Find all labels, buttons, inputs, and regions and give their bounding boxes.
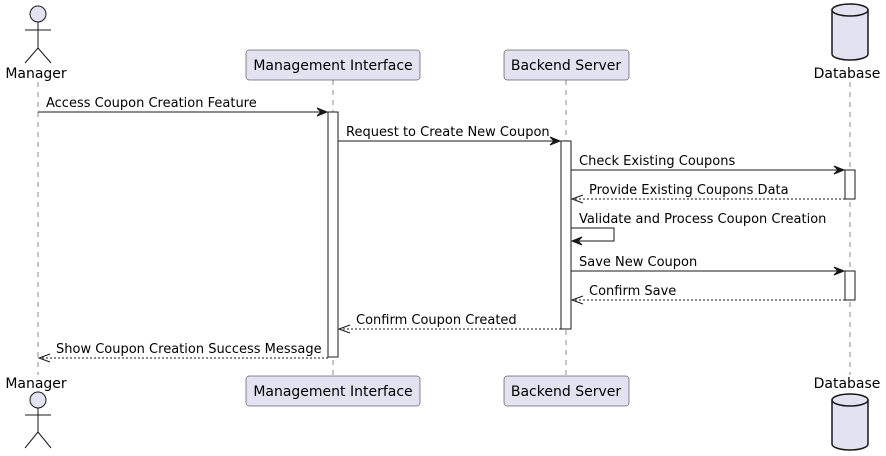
activation-management-interface [327, 111, 339, 358]
participant-label-database-bottom: Database [814, 376, 881, 392]
message-label-8: Confirm Coupon Created [356, 313, 517, 328]
activation-database-check [844, 169, 856, 200]
arrowhead-2 [549, 136, 562, 146]
arrowhead-3 [833, 165, 846, 175]
message-label-1: Access Coupon Creation Feature [46, 96, 257, 111]
message-label-9: Show Coupon Creation Success Message [56, 342, 322, 357]
message-label-5: Validate and Process Coupon Creation [579, 212, 826, 227]
arrowhead-7 [570, 295, 584, 305]
arrowhead-6 [833, 266, 846, 276]
participant-box-management-interface-top [245, 49, 421, 81]
participant-label-manager-bottom: Manager [5, 376, 67, 392]
participant-label-management-interface-bottom: Management Interface [253, 384, 412, 400]
participant-label-database-top: Database [814, 66, 881, 82]
manager-actor-icon [24, 5, 52, 64]
message-label-2: Request to Create New Coupon [346, 125, 550, 140]
arrowhead-5 [570, 236, 583, 246]
participant-box-backend-server-top [503, 49, 630, 81]
arrowhead-9 [37, 353, 51, 363]
arrowhead-8 [337, 324, 351, 334]
message-label-4: Provide Existing Coupons Data [589, 183, 789, 198]
message-label-6: Save New Coupon [579, 255, 697, 270]
message-arrow-5 [571, 227, 615, 242]
participant-label-backend-server-top: Backend Server [511, 58, 621, 74]
arrowhead-1 [316, 107, 329, 117]
message-label-3: Check Existing Coupons [579, 154, 735, 169]
participant-box-management-interface-bottom [245, 375, 421, 407]
activation-backend-server [560, 140, 572, 330]
participant-box-backend-server-bottom [503, 375, 630, 407]
participant-label-manager-top: Manager [5, 66, 67, 82]
activation-database-save [844, 270, 856, 301]
participant-label-backend-server-bottom: Backend Server [511, 384, 621, 400]
participant-label-management-interface-top: Management Interface [253, 58, 412, 74]
database-icon-top [831, 3, 869, 61]
message-label-7: Confirm Save [589, 284, 676, 299]
arrowhead-4 [570, 194, 584, 204]
manager-actor-icon-bottom [24, 391, 52, 449]
database-icon-bottom [831, 393, 869, 451]
